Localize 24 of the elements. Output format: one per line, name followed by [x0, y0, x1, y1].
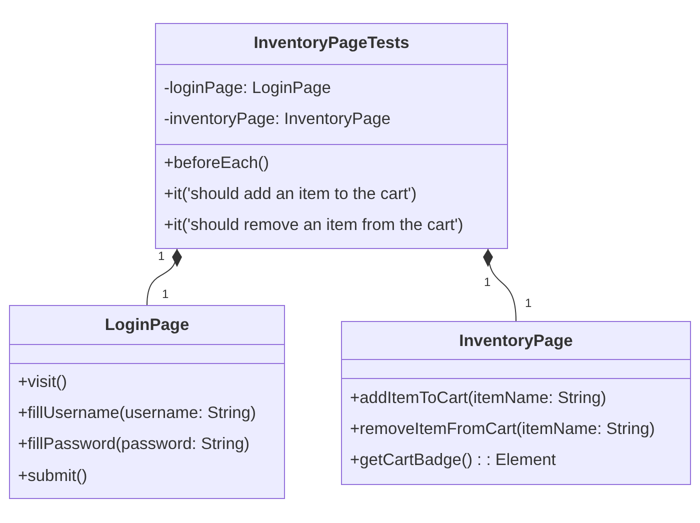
class-box — [9, 305, 285, 499]
class-box — [155, 23, 508, 249]
multiplicity-label: 1 — [525, 296, 532, 310]
class-method: +it('should add an item to the cart') — [164, 184, 417, 204]
class-attribute: -loginPage: LoginPage — [164, 78, 331, 98]
composition-connector — [146, 248, 182, 306]
multiplicity-label: 1 — [484, 275, 491, 289]
class-method: +fillPassword(password: String) — [18, 434, 250, 454]
composition-connector — [483, 248, 516, 322]
multiplicity-label: 1 — [158, 249, 165, 263]
class-method: +submit() — [18, 466, 88, 486]
class-name: LoginPage — [104, 315, 190, 335]
class-name: InventoryPage — [458, 331, 574, 351]
class-method: +addItemToCart(itemName: String) — [350, 388, 606, 408]
class-attribute: -inventoryPage: InventoryPage — [164, 109, 391, 129]
class-name: InventoryPageTests — [252, 33, 410, 53]
class-method: +visit() — [18, 372, 68, 392]
class-method: +beforeEach() — [164, 153, 270, 173]
class-method: +removeItemFromCart(itemName: String) — [350, 419, 655, 439]
class-method: +getCartBadge() : : Element — [350, 450, 556, 470]
multiplicity-label: 1 — [162, 287, 169, 301]
class-method: +fillUsername(username: String) — [18, 403, 256, 423]
class-method: +it('should remove an item from the cart') — [164, 215, 464, 235]
class-box — [341, 321, 691, 485]
